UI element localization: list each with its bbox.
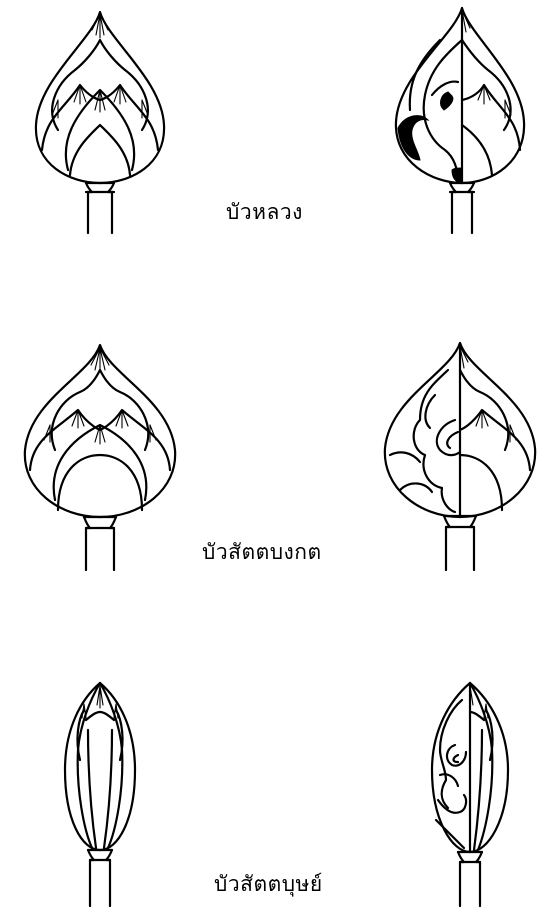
bua-luang-plain [36, 12, 164, 233]
bua-sattabongkot-decorated [385, 343, 535, 570]
label-bua-luang: บัวหลวง [226, 196, 303, 229]
bua-sattabut-plain [65, 683, 135, 906]
label-bua-sattabongkot: บัวสัตตบงกต [202, 536, 322, 569]
bua-sattabut-decorated [432, 683, 508, 906]
bua-luang-decorated [396, 8, 524, 233]
bua-sattabongkot-plain [25, 345, 175, 570]
label-bua-sattabut: บัวสัตตบุษย์ [214, 868, 323, 901]
